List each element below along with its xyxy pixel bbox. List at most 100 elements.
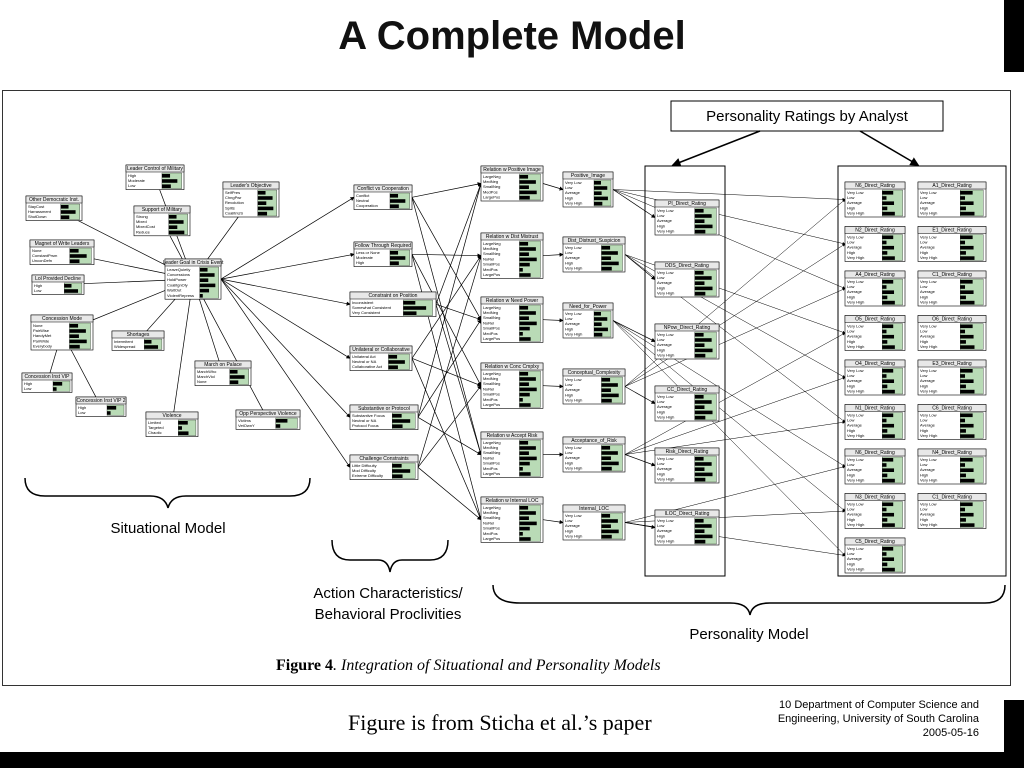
decorative-bar-bottom-strip [0,752,1024,768]
node-title: O5_Direct_Rating [855,317,895,323]
node-state: Low [847,373,854,378]
edge [417,319,482,418]
node-state: Average [847,556,863,561]
node-title: O6_Direct_Rating [932,317,972,323]
network-node: Relation w Positive ImageLargeNegMedNegS… [480,165,544,202]
edge [417,467,482,521]
node-state: Low [920,329,927,334]
node-state: Average [657,218,673,223]
node-state: LargeNeg [483,174,501,179]
node-state: MedPos [483,189,498,194]
node-state: Moderate [128,178,146,183]
node-state: Low [657,399,664,404]
node-state: Mod Difficulty [352,468,376,473]
node-state: MedPos [483,531,498,536]
edge [411,197,482,321]
node-state: MedNeg [483,510,498,515]
node-state: Very High [847,300,864,305]
node-state: Low [920,507,927,512]
node-state: High [847,294,855,299]
node-state: Very High [920,478,937,483]
node-state: High [34,283,42,288]
edge [612,189,656,218]
node-state: High [657,409,665,414]
node-title: Challenge Constraints [359,456,409,462]
node-title: DDS_Direct_Rating [665,263,709,269]
node-state: MedNeg [483,246,498,251]
edge [624,376,846,455]
node-state: Very High [565,201,582,206]
node-state: Very Low [657,208,674,213]
node-state: Concessions [167,272,190,277]
node-state: Average [657,280,673,285]
node-state: Vlctims [238,418,251,423]
node-state: SmallPos [483,326,500,331]
node-state: High [847,339,855,344]
node-state: Low [34,288,41,293]
node-state: High [847,472,855,477]
node-state: Low [847,329,854,334]
node-state: Little Difficulty [352,463,377,468]
footer-line-1: 10 Department of Computer Science and [779,699,979,711]
slide-caption: Figure is from Sticha et al.’s paper [348,710,652,735]
node-title: N2_Direct_Rating [855,228,895,234]
edge [417,255,483,468]
edge [170,279,194,425]
node-state: ViolentRepress [167,293,194,298]
edge [417,182,483,418]
edge [220,278,351,306]
node-title: C1_Direct_Rating [932,272,972,278]
decorative-bar-bottom [1004,700,1024,752]
edge [411,358,482,521]
node-state: Very High [847,389,864,394]
node-state: NoRel [483,520,494,525]
node-state: Very Low [847,368,864,373]
node-state: Very Low [565,445,582,450]
node-title: PI_Direct_Rating [668,201,706,207]
node-title: O4_Direct_Rating [855,361,895,367]
node-state: MedNeg [483,376,498,381]
node-state: Very Low [920,234,937,239]
node-state: Very High [847,211,864,216]
footer-line-3: 2005-05-16 [922,727,979,739]
network-node: Leader's ObjectiveSelfPresChngPwrRevolut… [222,181,280,218]
node-state: Low [565,185,572,190]
network-node: Leader Control of MilitaryHighModerateLo… [125,164,185,190]
node-state: High [920,472,928,477]
node-state: High [565,195,573,200]
node-state: CoalitnUS [225,211,243,216]
node-state: High [657,471,665,476]
node-title: ILOC_Direct_Rating [665,511,710,517]
node-state: Very Low [847,279,864,284]
node-state: LargeNeg [483,440,501,445]
node-state: Moderate [356,255,374,260]
node-title: Magnet of Write Leaders [35,241,90,247]
edge [542,384,564,389]
node-state: Low [847,195,854,200]
node-title: Dist_Distrust_Suspicion [568,238,621,244]
personality-group-left [644,165,726,577]
node-state: SmallPos [483,262,500,267]
edge [612,189,846,245]
node-state: High [565,260,573,265]
node-state: SmallNeg [483,515,500,520]
node-state: Average [657,466,673,471]
node-title: Positive_Image [571,173,605,179]
node-state: Very High [920,389,937,394]
node-state: Very High [847,567,864,572]
node-state: High [847,561,855,566]
node-state: Average [920,334,936,339]
node-state: High [24,381,32,386]
node-title: N6_Direct_Rating [855,450,895,456]
